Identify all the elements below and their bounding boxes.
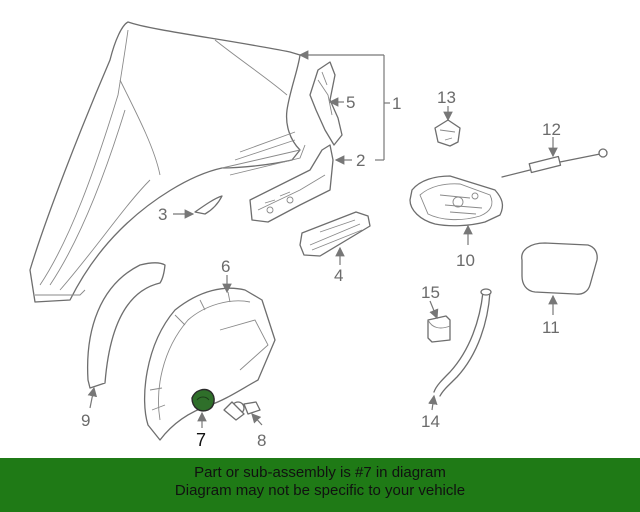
fuel-door-part: [521, 242, 598, 295]
hose-clamp-part: [427, 315, 451, 343]
callout-13: 13: [437, 88, 456, 107]
callout-10: 10: [456, 251, 475, 270]
callout-7: 7: [196, 430, 206, 450]
wheel-arch-molding-part: [86, 262, 166, 389]
callout-11: 11: [542, 318, 560, 337]
wheelhouse-inner-part: [249, 144, 334, 223]
release-cable-part: [501, 148, 608, 178]
trim-panel-part: [194, 195, 223, 215]
wheelhouse-liner-part: [143, 287, 276, 441]
callout-14: 14: [421, 412, 440, 431]
callout-8: 8: [257, 431, 266, 450]
callout-labels: 1 2 3 4 5 6 7 8 9 10 11 12 13 14 15: [81, 88, 561, 450]
quarter-panel-part: [29, 21, 306, 303]
callout-4: 4: [334, 266, 343, 285]
callout-12: 12: [542, 120, 561, 139]
push-pin-fastener-part: [223, 401, 261, 421]
pillar-reinforcement-part: [309, 61, 343, 146]
leader-lines: [87, 50, 558, 428]
banner-line-part-number: Part or sub-assembly is #7 in diagram: [194, 464, 446, 481]
fuel-door-housing-part: [409, 175, 504, 227]
callout-9: 9: [81, 411, 90, 430]
callout-2: 2: [356, 151, 365, 170]
highlighted-clip-part: [191, 388, 215, 412]
banner-line-disclaimer: Diagram may not be specific to your vehi…: [174, 482, 466, 499]
fuel-door-hinge-part: [434, 119, 461, 147]
callout-1: 1: [392, 94, 401, 113]
callout-15: 15: [421, 283, 440, 302]
callout-5: 5: [346, 93, 355, 112]
callout-6: 6: [221, 257, 230, 276]
filler-hose-part: [433, 288, 492, 397]
info-banner: Part or sub-assembly is #7 in diagram Di…: [0, 458, 640, 512]
callout-3: 3: [158, 205, 167, 224]
vent-grille-part: [299, 211, 371, 257]
exploded-parts-diagram: 1 2 3 4 5 6 7 8 9 10 11 12 13 14 15: [29, 21, 608, 450]
